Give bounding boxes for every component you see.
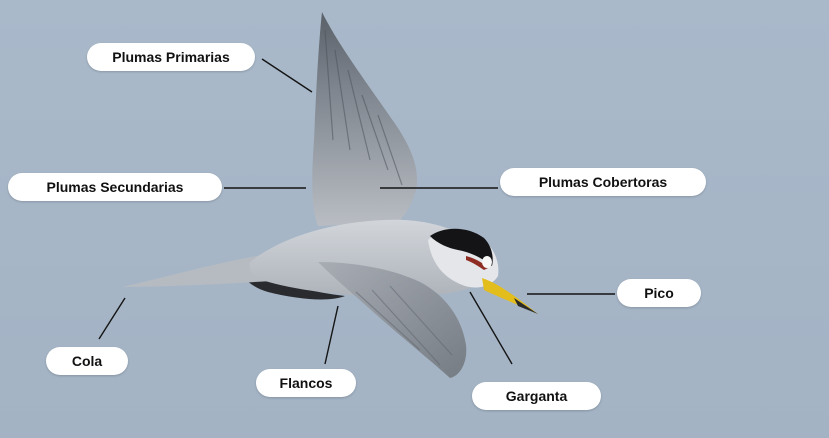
label-flancos: Flancos <box>256 369 356 397</box>
label-cola: Cola <box>46 347 128 375</box>
label-plumas-primarias: Plumas Primarias <box>87 43 255 71</box>
label-pico: Pico <box>617 279 701 307</box>
white-forehead <box>482 256 492 268</box>
label-plumas-secundarias: Plumas Secundarias <box>8 173 222 201</box>
label-plumas-cobertoras: Plumas Cobertoras <box>500 168 706 196</box>
label-garganta: Garganta <box>472 382 601 410</box>
